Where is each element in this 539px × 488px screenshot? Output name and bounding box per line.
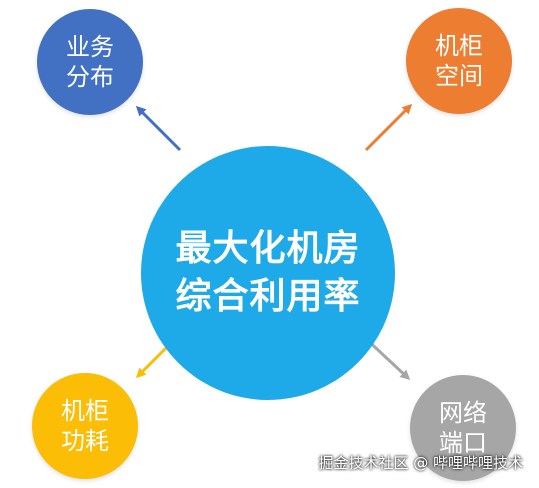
center-title-line1: 最大化机房 <box>175 228 361 269</box>
node-label-line1: 机柜 <box>435 32 483 60</box>
arrow-to-cabinet-space <box>364 103 413 152</box>
node-label-line1: 机柜 <box>61 397 109 425</box>
node-label-line1: 网络 <box>439 399 487 427</box>
watermark-text: 掘金技术社区 @ 哔哩哔哩技术 <box>318 454 523 472</box>
node-label-line2: 端口 <box>439 429 487 457</box>
node-cabinet-power: 机柜 功耗 <box>32 373 138 479</box>
center-circle: 最大化机房 综合利用率 <box>141 146 395 400</box>
center-title-line2: 综合利用率 <box>175 276 361 317</box>
node-business-distribution: 业务 分布 <box>37 9 143 115</box>
arrow-to-business-distribution <box>135 105 182 152</box>
node-label-line2: 空间 <box>435 62 483 90</box>
node-label-line2: 功耗 <box>61 427 109 455</box>
node-label-line1: 业务 <box>66 33 114 61</box>
node-label-line2: 分布 <box>66 63 114 91</box>
node-cabinet-space: 机柜 空间 <box>406 8 512 114</box>
node-network-ports: 网络 端口 <box>410 375 516 481</box>
